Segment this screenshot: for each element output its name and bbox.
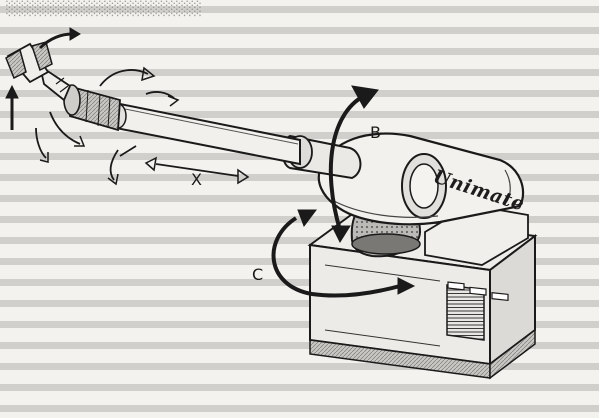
arrow-head xyxy=(397,277,416,295)
label-b: B xyxy=(370,123,381,142)
gripper xyxy=(5,41,72,102)
gripper-roll-arrow xyxy=(38,32,73,50)
arrow-head xyxy=(351,85,379,109)
gripper-finger xyxy=(31,41,53,72)
control-cabinet xyxy=(307,204,538,380)
arrow-head xyxy=(69,27,81,41)
wrist-assembly xyxy=(63,84,121,132)
extension-x-arrow xyxy=(155,163,239,177)
scan-background-text: ░░░░░░░░░░░░░░░░░░░ xyxy=(0,0,599,21)
wrist-bend-arrow xyxy=(35,127,47,159)
pitch-b-arrow xyxy=(328,92,369,231)
wrist-swing-arrow xyxy=(109,149,119,181)
arrow-head xyxy=(5,84,19,99)
arrow-head xyxy=(331,225,351,244)
rotation-c-arrow xyxy=(271,216,401,298)
wrist-roll-arrow xyxy=(49,111,81,145)
panel-slot xyxy=(491,292,509,302)
arrow-head xyxy=(237,168,250,185)
arrow-head xyxy=(297,209,317,228)
label-c: C xyxy=(252,265,264,284)
gripper-finger xyxy=(5,48,27,80)
label-x: X xyxy=(191,170,202,189)
arrow-head xyxy=(144,156,157,172)
bg-line: ░░░░░░░░░░░░░░░░░░░ xyxy=(0,0,599,21)
wrist-yaw-arrow xyxy=(145,91,175,99)
panel-slot xyxy=(469,286,487,296)
motion-arrows xyxy=(5,27,416,298)
panel-slot xyxy=(447,281,465,291)
shoulder-housing xyxy=(317,132,525,226)
